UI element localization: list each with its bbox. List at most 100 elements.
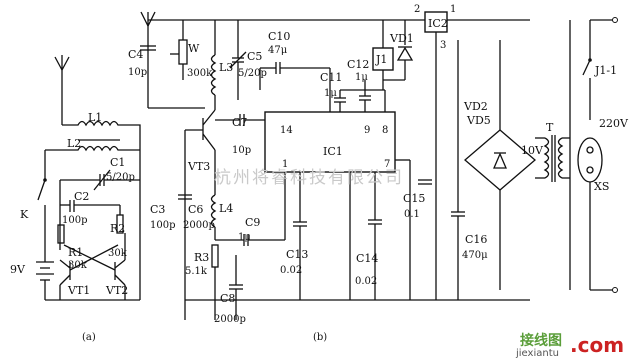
c11-capacitor-icon [334, 90, 346, 112]
label-r3-value: 5.1k [185, 266, 208, 277]
label-c14: C14 [356, 252, 378, 265]
label-c15-value: 0.1 [404, 209, 420, 220]
label-vd1: VD1 [389, 32, 414, 45]
ic1-chip [264, 111, 396, 173]
label-vt3: VT3 [187, 160, 210, 173]
label-l2: L2 [67, 137, 81, 150]
label-pin8: 8 [382, 125, 388, 136]
r3-resistor-icon [211, 244, 219, 268]
label-c16-value: 470μ [462, 250, 488, 261]
label-c1: C1 [110, 156, 125, 169]
r1-resistor-icon [57, 224, 65, 244]
r2-resistor-icon [116, 214, 124, 234]
antenna-a-icon [54, 55, 70, 125]
label-c4: C4 [128, 48, 143, 61]
label-c12-value: 1μ [355, 72, 368, 83]
label-c4-value: 10p [128, 67, 147, 78]
label-c11: C11 [320, 71, 342, 84]
label-vt1: VT1 [67, 284, 90, 297]
label-r2: R2 [110, 222, 125, 235]
label-c13-value: 0.02 [280, 265, 302, 276]
watermark: 杭州将睿科技有限公司 [214, 168, 404, 188]
j1-1-contact-icon [582, 20, 592, 120]
label-pin7: 7 [384, 159, 390, 170]
label-pin1: 1 [282, 159, 288, 170]
label-220v: 220V [599, 117, 629, 130]
label-j1-1: J1-1 [594, 64, 617, 77]
label-xs: XS [594, 180, 609, 193]
label-vt2: VT2 [105, 284, 128, 297]
label-c12: C12 [347, 58, 369, 71]
label-c10: C10 [268, 30, 290, 43]
caption-a: (a) [82, 332, 96, 343]
label-c8: C8 [220, 292, 235, 305]
c6-capacitor-icon [178, 194, 192, 200]
label-c6: C6 [188, 203, 203, 216]
label-vd2: VD2 [463, 100, 488, 113]
vd1-diode-icon [383, 20, 414, 81]
label-10v: 10V [521, 144, 544, 157]
label-vd5: VD5 [466, 114, 491, 127]
c4-capacitor-icon [140, 45, 156, 51]
label-c2: C2 [74, 190, 89, 203]
label-l3: L3 [219, 61, 233, 74]
label-c5: C5 [247, 50, 262, 63]
logo-cn: 接线图 [520, 332, 562, 349]
c9-capacitor-icon [215, 170, 286, 246]
label-r1-value: 30k [68, 260, 88, 271]
label-pin9: 9 [364, 125, 370, 136]
label-k: K [20, 208, 29, 221]
label-c11-value: 1μ [324, 88, 337, 99]
c8-capacitor-icon [229, 255, 243, 320]
c12-capacitor-icon [359, 80, 371, 112]
c10-capacitor-icon [260, 62, 330, 74]
label-c9-value: 1μ [238, 232, 251, 243]
c14-capacitor-icon [368, 172, 382, 300]
label-l4: L4 [219, 202, 233, 215]
antenna-b-icon [140, 11, 156, 108]
l1-coil-icon [62, 120, 141, 190]
label-c7-value: 10p [232, 145, 251, 156]
label-c2-value: 100p [62, 215, 88, 226]
label-c1-value: 5/20p [106, 172, 135, 183]
label-r2-value: 30k [108, 248, 128, 259]
label-ic2-pin3: 3 [440, 40, 446, 51]
label-c5-value: 5/20p [238, 68, 267, 79]
circuit-b [140, 11, 618, 320]
caption-b: (b) [313, 332, 327, 343]
label-w-value: 300k [187, 68, 213, 79]
c13-capacitor-icon [293, 172, 307, 300]
l3-coil-icon [210, 54, 217, 96]
logo-dotcom: .com [570, 333, 624, 357]
label-c14-value: 0.02 [355, 276, 377, 287]
label-pin14: 14 [280, 125, 293, 136]
label-ic1: IC1 [323, 145, 343, 158]
label-c3-value: 100p [150, 220, 176, 231]
label-r1: R1 [68, 246, 83, 259]
label-battery: 9V [10, 263, 26, 276]
label-ic2-pin2: 2 [414, 4, 420, 15]
socket-xs-icon [577, 137, 603, 290]
label-c13: C13 [286, 248, 308, 261]
label-c10-value: 47μ [268, 45, 288, 56]
label-c9: C9 [245, 216, 260, 229]
c1-capacitor-icon [60, 169, 140, 191]
label-c7: C7 [232, 116, 247, 129]
label-t: T [546, 121, 554, 134]
c15-capacitor-icon [418, 179, 432, 185]
l4-coil-icon [210, 194, 217, 228]
label-l1: L1 [88, 111, 102, 124]
c7-capacitor-icon [215, 114, 265, 126]
circuit-a [36, 55, 141, 301]
bridge-rectifier-icon [464, 40, 536, 290]
battery-icon [36, 240, 140, 301]
w-potentiometer-icon [170, 20, 188, 80]
switch-k-icon [37, 178, 47, 240]
c5-capacitor-icon [229, 20, 247, 100]
vt2-transistor-icon [114, 233, 126, 300]
label-ic2: IC2 [428, 17, 448, 30]
vt3-transistor-icon [185, 109, 216, 151]
label-r3: R3 [194, 251, 209, 264]
label-w: W [188, 42, 200, 55]
